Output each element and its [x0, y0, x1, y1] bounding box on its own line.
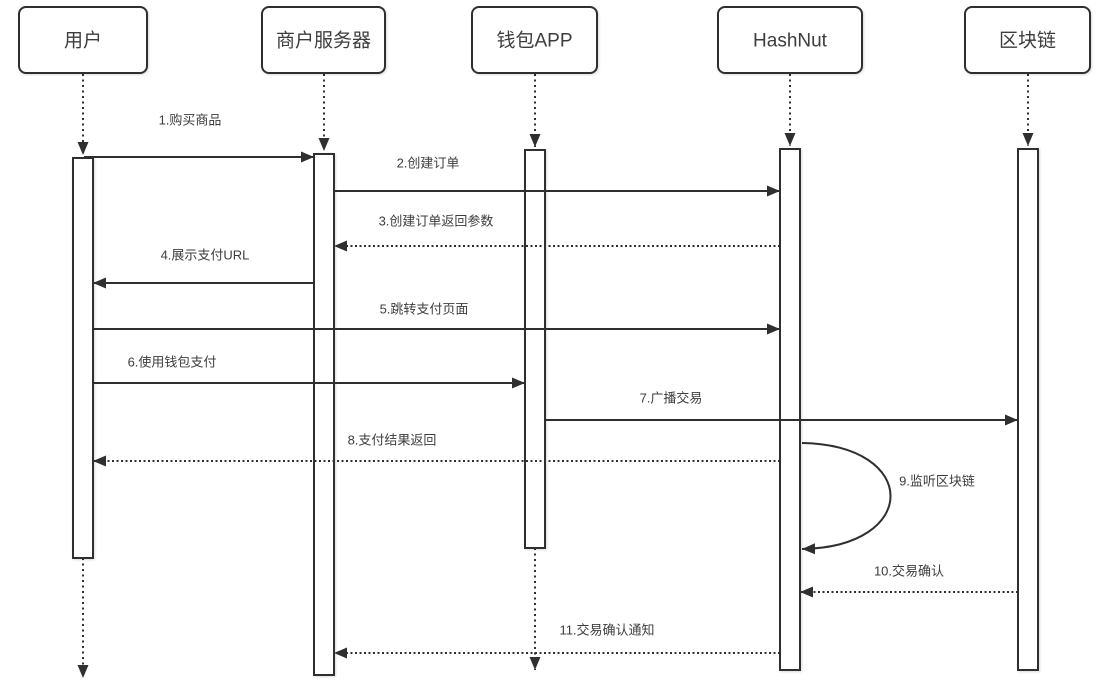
message-5: 5.跳转支付页面	[93, 302, 780, 335]
activation-bar-hashnut	[779, 148, 801, 671]
actor-blockchain: 区块链	[964, 6, 1091, 671]
actor-box-wallet-app	[471, 6, 598, 74]
actor-label-merchant-server: 商户服务器	[276, 30, 371, 52]
lifelines-layer: 用户 商户服务器 钱包APP HashNut 区块链	[18, 6, 1091, 678]
activation-bar-user	[72, 157, 94, 559]
actor-box-blockchain	[964, 6, 1091, 74]
message-label-9: 9.监听区块链	[899, 474, 975, 489]
message-6: 6.使用钱包支付	[93, 355, 525, 389]
message-2: 2.创建订单	[334, 156, 780, 197]
activation-bar-blockchain	[1017, 148, 1039, 671]
actor-box-user	[18, 6, 148, 74]
actor-label-user: 用户	[64, 30, 102, 52]
message-label-2: 2.创建订单	[397, 156, 460, 171]
message-10: 10.交易确认	[800, 564, 1018, 598]
message-3: 3.创建订单返回参数	[334, 214, 780, 252]
message-label-10: 10.交易确认	[874, 564, 944, 579]
message-arrow-self-9	[801, 442, 892, 555]
message-11: 11.交易确认通知	[334, 623, 780, 659]
message-1: 1.购买商品	[84, 113, 314, 163]
message-label-7: 7.广播交易	[640, 391, 703, 406]
message-label-4: 4.展示支付URL	[161, 248, 250, 263]
message-label-6: 6.使用钱包支付	[128, 355, 217, 370]
actor-box-merchant-server	[261, 6, 386, 74]
actor-label-hashnut: HashNut	[753, 31, 828, 52]
actor-user: 用户	[18, 6, 148, 678]
message-label-3: 3.创建订单返回参数	[379, 214, 494, 229]
message-8: 8.支付结果返回	[93, 433, 780, 467]
message-label-5: 5.跳转支付页面	[380, 302, 469, 317]
actor-merchant-server: 商户服务器	[261, 6, 386, 676]
actor-label-wallet-app: 钱包APP	[496, 30, 572, 52]
message-4: 4.展示支付URL	[93, 248, 314, 289]
message-label-1: 1.购买商品	[159, 113, 222, 128]
message-label-11: 11.交易确认通知	[559, 623, 654, 638]
actor-wallet-app: 钱包APP	[471, 6, 598, 670]
activation-bar-wallet-app	[524, 149, 546, 549]
activation-bar-merchant-server	[313, 153, 335, 676]
message-label-8: 8.支付结果返回	[348, 433, 437, 448]
message-9: 9.监听区块链	[801, 442, 975, 555]
actor-hashnut: HashNut	[717, 6, 863, 671]
actor-box-hashnut	[717, 6, 863, 74]
actor-label-blockchain: 区块链	[999, 30, 1056, 52]
message-7: 7.广播交易	[545, 391, 1018, 426]
messages-layer: 1.购买商品 2.创建订单 3.创建订单返回参数 4.展示支付URL 5.跳转支付页面 6…	[84, 113, 1018, 659]
